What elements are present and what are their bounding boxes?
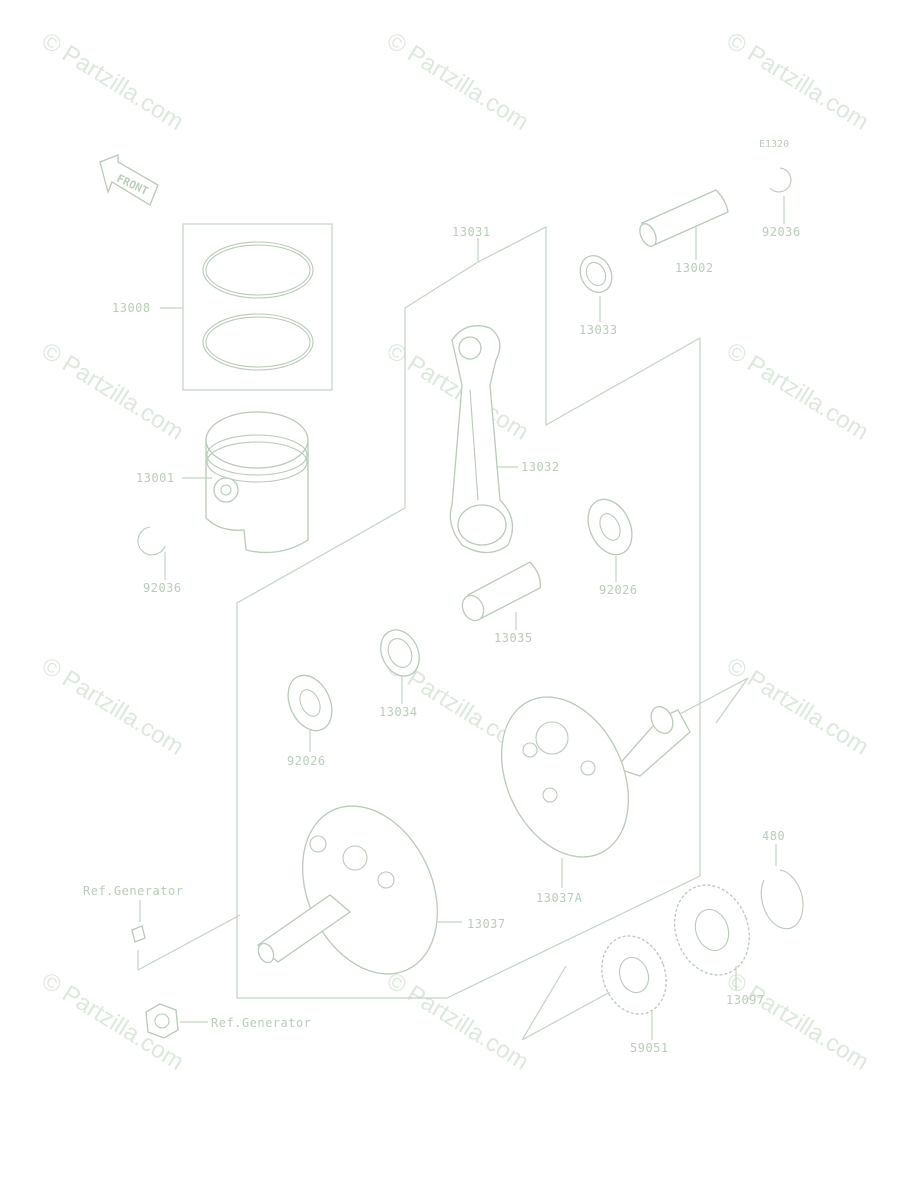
watermark: © Partzilla.com — [382, 27, 533, 136]
label-13002: 13002 — [675, 261, 714, 275]
label-ref-generator-nut: Ref.Generator — [211, 1016, 311, 1030]
watermark: © Partzilla.com — [37, 27, 188, 136]
needle-bearing-large — [380, 629, 420, 677]
label-92036-left: 92036 — [143, 581, 182, 595]
nut — [145, 1003, 179, 1039]
front-arrow-icon: FRONT — [99, 154, 159, 206]
crankshaft-left — [137, 805, 439, 975]
piston-pin — [639, 189, 729, 247]
label-13034: 13034 — [379, 705, 418, 719]
needle-bearing-small — [579, 255, 613, 293]
part-labels: 13008 13001 92036 13031 13032 13033 1300… — [83, 225, 801, 1055]
label-13032: 13032 — [521, 460, 560, 474]
watermark: © Partzilla.com — [722, 337, 873, 446]
watermark: © Partzilla.com — [37, 337, 188, 446]
label-13001: 13001 — [136, 471, 175, 485]
thrust-washer-left — [287, 674, 333, 732]
watermark: © Partzilla.com — [37, 652, 188, 761]
label-480: 480 — [762, 829, 785, 843]
label-92026-right: 92026 — [599, 583, 638, 597]
circlip-left — [137, 526, 166, 556]
leader-lines — [139, 196, 785, 1040]
watermark: © Partzilla.com — [382, 967, 533, 1076]
gear-small — [521, 935, 667, 1041]
label-13033: 13033 — [579, 323, 618, 337]
crankshaft-right — [500, 677, 749, 858]
watermark: © Partzilla.com — [722, 967, 873, 1076]
piston — [205, 411, 309, 554]
connecting-rod — [449, 325, 514, 554]
label-13037a: 13037A — [536, 891, 583, 905]
watermark: © Partzilla.com — [722, 27, 873, 136]
circlip-right — [769, 167, 792, 193]
assembly-outline — [236, 226, 701, 999]
watermarks: © Partzilla.com © Partzilla.com © Partzi… — [37, 27, 873, 1076]
label-92026-left: 92026 — [287, 754, 326, 768]
label-ref-generator-key: Ref.Generator — [83, 884, 183, 898]
crank-pin — [461, 561, 541, 622]
gear-large — [674, 884, 750, 976]
piston-ring-box — [182, 223, 333, 391]
label-13097: 13097 — [726, 993, 765, 1007]
label-13037: 13037 — [467, 917, 506, 931]
label-59051: 59051 — [630, 1041, 669, 1055]
circlip-480 — [760, 869, 804, 930]
label-92036-right: 92036 — [762, 225, 801, 239]
key — [131, 925, 146, 943]
label-13035: 13035 — [494, 631, 533, 645]
piston-rings — [202, 241, 314, 371]
label-13008: 13008 — [112, 301, 151, 315]
figure-code: E1320 — [759, 139, 789, 150]
thrust-washer-right — [587, 498, 633, 556]
watermark: © Partzilla.com — [722, 652, 873, 761]
label-13031: 13031 — [452, 225, 491, 239]
